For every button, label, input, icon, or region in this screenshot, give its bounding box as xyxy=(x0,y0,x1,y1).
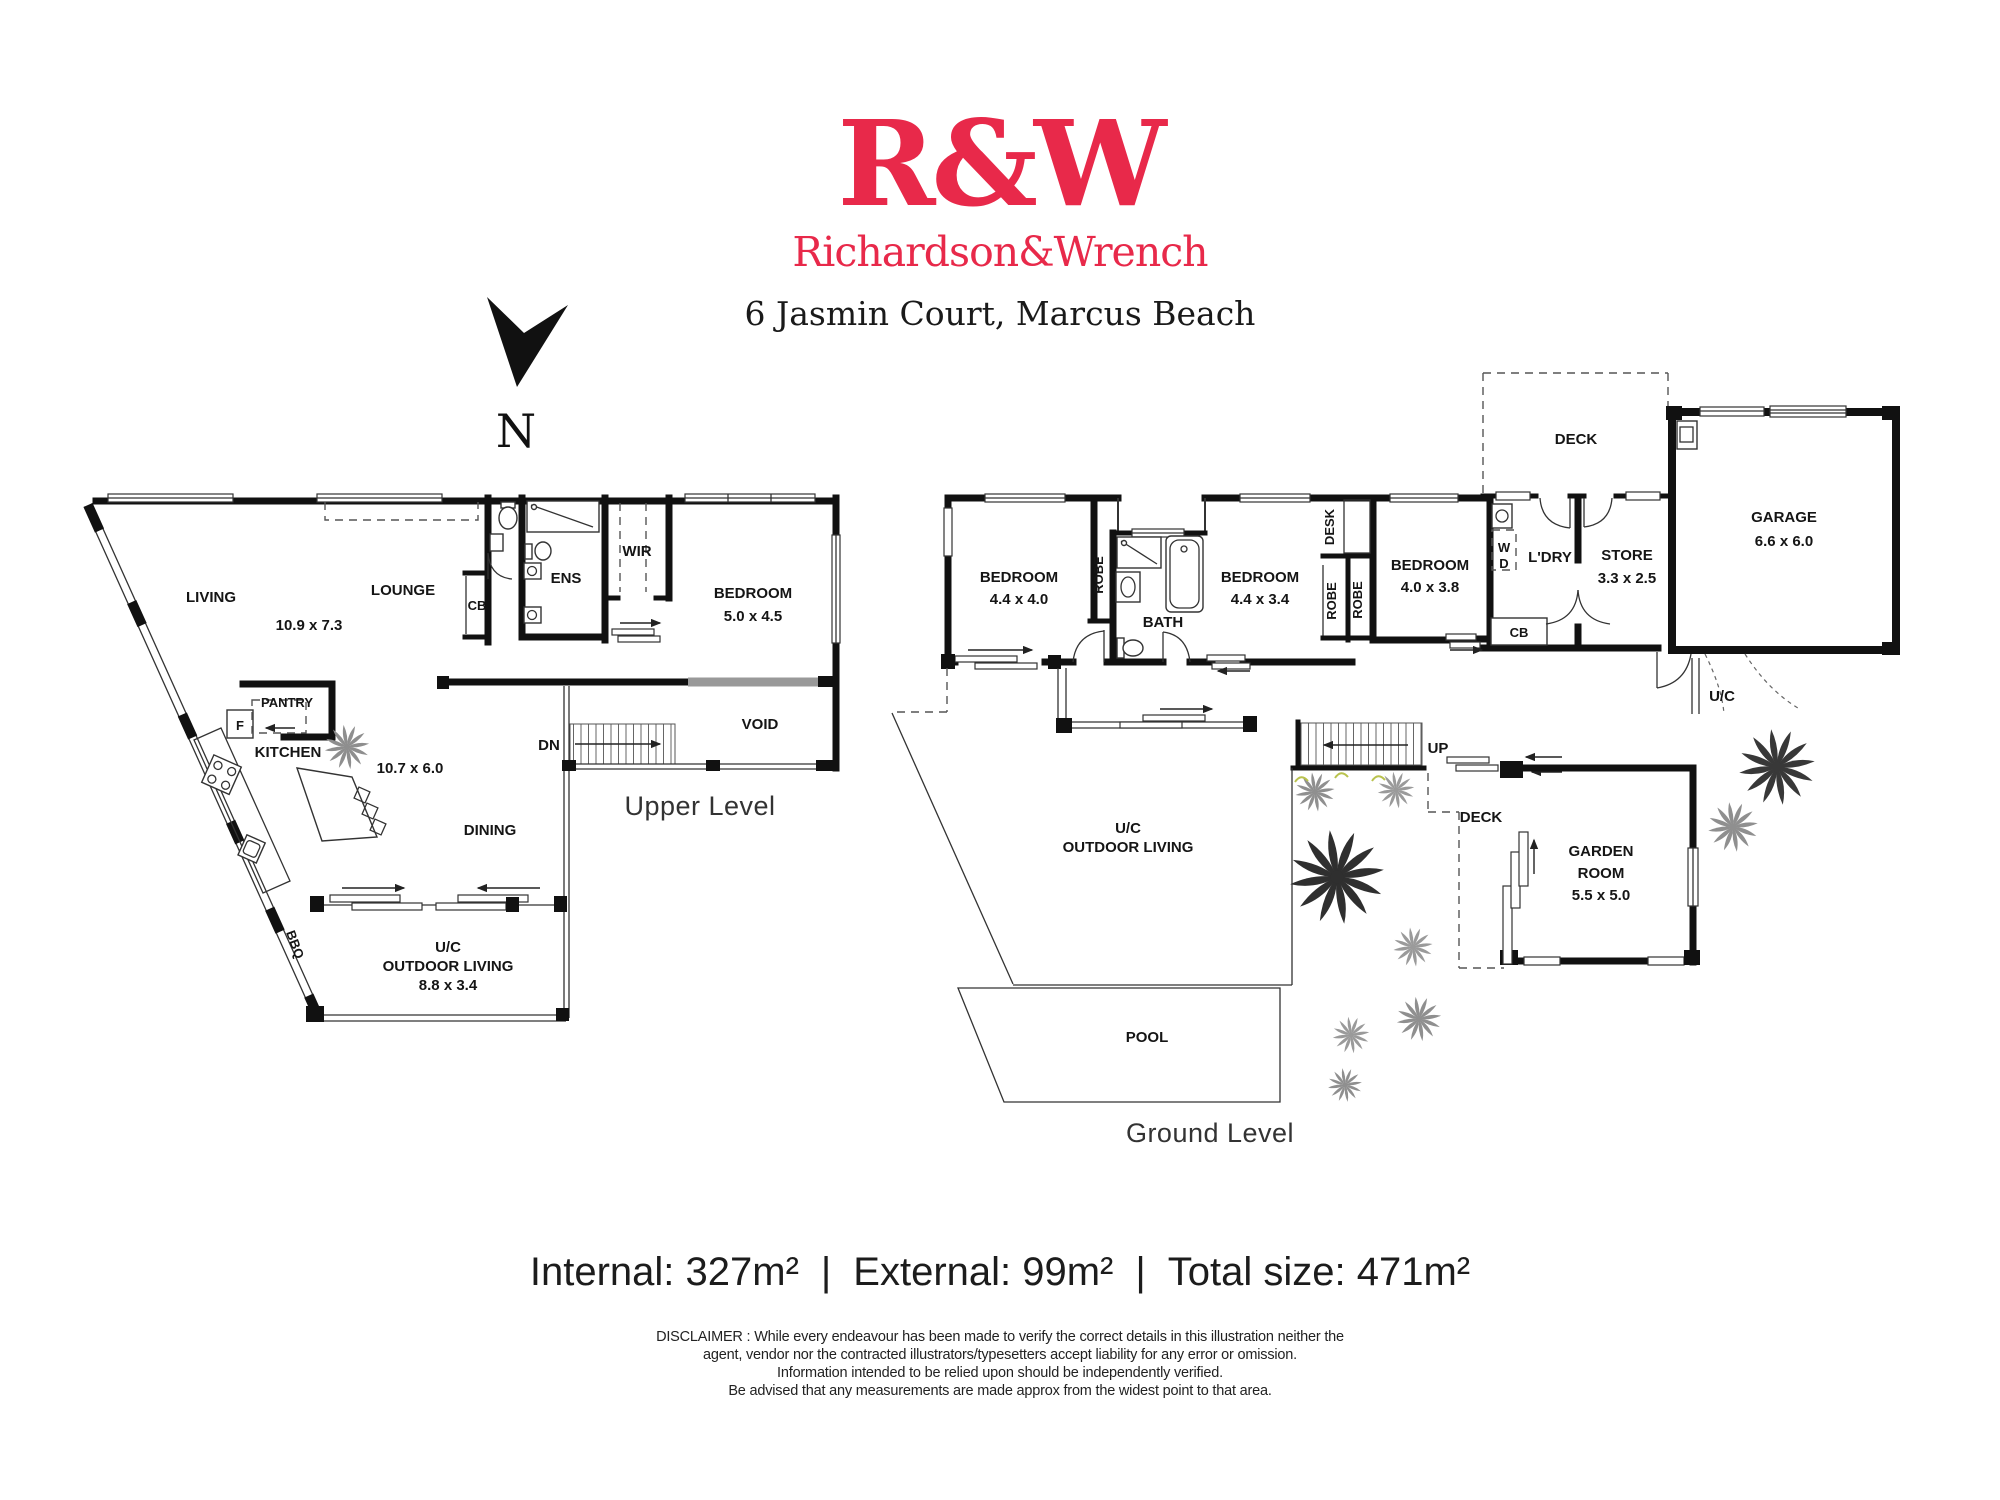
dims-living: 10.9 x 7.3 xyxy=(276,617,343,634)
room-label-pantry: PANTRY xyxy=(261,695,313,710)
upper-walls xyxy=(83,494,840,1019)
label-robe1: ROBE xyxy=(1091,556,1106,594)
footer: Internal: 327m² | External: 99m² | Total siz… xyxy=(530,1250,1470,1399)
dims-bedroom-upper: 5.0 x 4.5 xyxy=(724,608,782,625)
total-size: Total size: 471m² xyxy=(1168,1250,1470,1294)
label-uc-ground: U/C xyxy=(1115,820,1141,837)
dims-bedroom1: 4.4 x 4.0 xyxy=(990,591,1048,608)
upper-fixtures xyxy=(193,500,662,894)
north-label: N xyxy=(496,404,536,458)
garden-room xyxy=(1427,764,1700,969)
north-arrow: N xyxy=(487,297,568,458)
label-dryer: D xyxy=(1499,556,1508,571)
room-label-pool: POOL xyxy=(1126,1029,1169,1046)
brand-logo: R&W xyxy=(837,94,1168,233)
room-label-garden2: ROOM xyxy=(1578,865,1625,882)
dims-outdoor-upper: 8.8 x 3.4 xyxy=(419,977,478,994)
label-robe2: ROBE xyxy=(1324,582,1339,620)
room-label-ens: ENS xyxy=(551,570,582,587)
ground-outdoor xyxy=(891,668,1293,1103)
label-uc-side: U/C xyxy=(1709,688,1735,705)
upper-windows xyxy=(107,493,841,644)
label-desk: DESK xyxy=(1322,508,1337,545)
dims-bedroom2: 4.4 x 3.4 xyxy=(1231,591,1290,608)
separator: | xyxy=(1135,1250,1145,1294)
ground-stairs xyxy=(1290,719,1562,778)
ground-level-plan: BEDROOM 4.4 x 4.0 ROBE BATH BEDROOM 4.4 … xyxy=(891,372,1900,1148)
room-label-ldry: L'DRY xyxy=(1528,549,1572,566)
room-label-bedroom1: BEDROOM xyxy=(980,569,1058,586)
room-label-living: LIVING xyxy=(186,589,236,606)
room-label-outdoor-upper: OUTDOOR LIVING xyxy=(383,958,514,975)
label-void: VOID xyxy=(742,716,779,733)
separator: | xyxy=(821,1250,831,1294)
disclaimer-line-4: Be advised that any measurements are mad… xyxy=(728,1383,1271,1399)
room-label-garage: GARAGE xyxy=(1751,509,1817,526)
ground-windows xyxy=(943,405,1847,557)
room-label-dining: DINING xyxy=(464,822,517,839)
dims-garage: 6.6 x 6.0 xyxy=(1755,533,1813,550)
room-label-deck-lower: DECK xyxy=(1460,809,1503,826)
dims-bedroom3: 4.0 x 3.8 xyxy=(1401,579,1459,596)
room-label-bedroom2: BEDROOM xyxy=(1221,569,1299,586)
internal-size: Internal: 327m² xyxy=(530,1250,799,1294)
label-robe3: ROBE xyxy=(1350,581,1365,619)
upper-outdoor xyxy=(306,883,569,1022)
ground-fixtures xyxy=(1115,420,1698,659)
upper-stairs xyxy=(562,686,838,1018)
ground-doors xyxy=(941,497,1692,733)
upper-level-plan: LIVING LOUNGE 10.9 x 7.3 CB ENS WIR BEDR… xyxy=(83,493,841,1022)
area-sizes: Internal: 327m² | External: 99m² | Total siz… xyxy=(530,1250,1470,1294)
dims-kitchen: 10.7 x 6.0 xyxy=(377,760,444,777)
upper-labels: LIVING LOUNGE 10.9 x 7.3 CB ENS WIR BEDR… xyxy=(186,543,792,994)
header: R&W Richardson&Wrench 6 Jasmin Court, Ma… xyxy=(745,94,1256,333)
ground-palms xyxy=(1290,729,1815,1102)
external-size: External: 99m² xyxy=(853,1250,1113,1294)
brand-name: Richardson&Wrench xyxy=(792,228,1208,276)
uc-walkway xyxy=(1691,653,1799,715)
room-label-outdoor-ground: OUTDOOR LIVING xyxy=(1063,839,1194,856)
disclaimer-line-1: DISCLAIMER : While every endeavour has b… xyxy=(656,1329,1344,1345)
room-label-lounge: LOUNGE xyxy=(371,582,435,599)
dims-garden: 5.5 x 5.0 xyxy=(1572,887,1630,904)
caption-upper-level: Upper Level xyxy=(624,791,775,821)
caption-ground-level: Ground Level xyxy=(1126,1118,1294,1148)
disclaimer-line-2: agent, vendor nor the contracted illustr… xyxy=(703,1347,1297,1363)
room-label-deck-top: DECK xyxy=(1555,431,1598,448)
deck-top xyxy=(1482,372,1669,493)
label-cb-ground: CB xyxy=(1510,625,1529,640)
label-up: UP xyxy=(1428,740,1449,757)
ground-labels: BEDROOM 4.4 x 4.0 ROBE BATH BEDROOM 4.4 … xyxy=(980,431,1817,1148)
label-washer: W xyxy=(1498,540,1511,555)
dims-store: 3.3 x 2.5 xyxy=(1598,570,1656,587)
room-label-bath: BATH xyxy=(1143,614,1184,631)
room-label-store: STORE xyxy=(1601,547,1652,564)
label-fridge: F xyxy=(236,718,244,733)
room-label-garden1: GARDEN xyxy=(1568,843,1633,860)
north-arrow-icon xyxy=(487,297,568,387)
room-label-wir: WIR xyxy=(622,543,651,560)
disclaimer-line-3: Information intended to be relied upon s… xyxy=(777,1365,1223,1381)
label-dn: DN xyxy=(538,737,560,754)
room-label-bedroom3: BEDROOM xyxy=(1391,557,1469,574)
room-label-kitchen: KITCHEN xyxy=(255,744,322,761)
room-label-bedroom-upper: BEDROOM xyxy=(714,585,792,602)
label-cb-upper: CB xyxy=(468,598,487,613)
property-address: 6 Jasmin Court, Marcus Beach xyxy=(745,294,1256,333)
label-uc-upper: U/C xyxy=(435,939,461,956)
